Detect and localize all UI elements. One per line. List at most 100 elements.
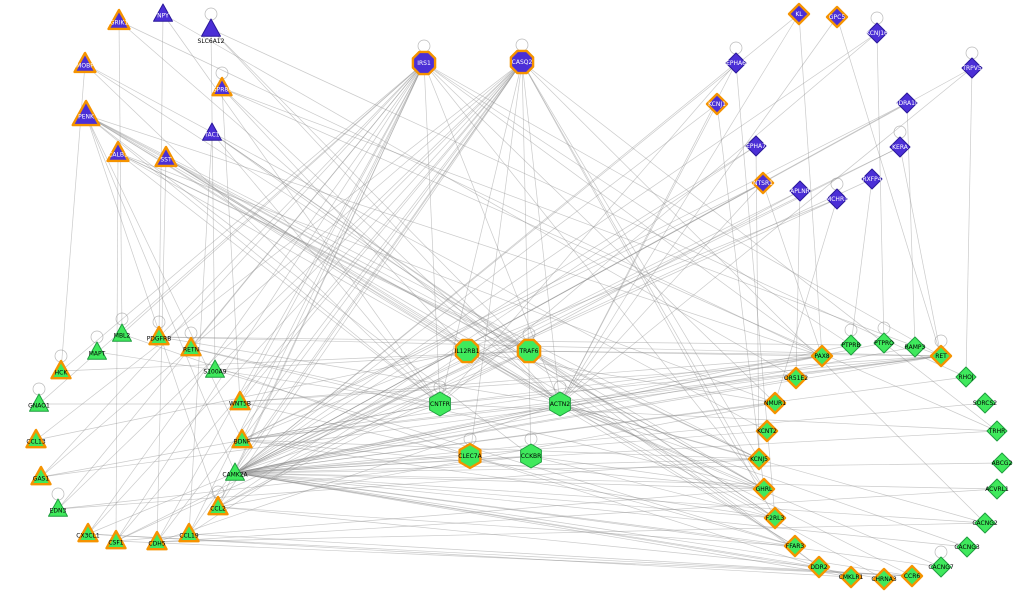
node-OR51E2[interactable] <box>784 366 808 390</box>
node-CAMK2A[interactable] <box>225 462 245 481</box>
edge <box>423 62 765 490</box>
edge <box>234 182 764 474</box>
node-TRAF6[interactable] <box>516 338 542 364</box>
node-CDH5[interactable] <box>146 530 168 551</box>
edge <box>234 344 852 474</box>
node-PAX8[interactable] <box>810 344 834 368</box>
node-SORCS2[interactable] <box>974 392 996 414</box>
node-KCNJ16[interactable] <box>866 22 888 44</box>
node-ADRA1D[interactable] <box>896 92 918 114</box>
node-ACTN2[interactable] <box>549 391 571 417</box>
node-PENK[interactable] <box>71 99 101 127</box>
node-PTPRO[interactable] <box>873 332 895 354</box>
node-TRPV5[interactable] <box>961 57 983 79</box>
node-S100A9[interactable] <box>205 359 225 378</box>
node-CX3CL1[interactable] <box>77 522 99 543</box>
edge <box>798 13 823 357</box>
node-WNT5B[interactable] <box>229 390 251 411</box>
node-F2RL3[interactable] <box>763 506 787 530</box>
node-APLNR[interactable] <box>789 180 811 202</box>
node-CLEC7A[interactable] <box>458 442 482 470</box>
self-loop-edge <box>515 38 529 52</box>
edge <box>528 350 820 568</box>
node-KCNJ1[interactable] <box>705 92 729 116</box>
node-RHOJ[interactable] <box>955 366 977 388</box>
edge <box>217 61 523 508</box>
node-MBL2[interactable] <box>112 323 132 342</box>
node-RETN[interactable] <box>180 336 202 357</box>
node-HCK[interactable] <box>50 359 72 380</box>
edge <box>241 439 776 519</box>
edge <box>121 62 425 335</box>
node-RXFP4[interactable] <box>861 168 883 190</box>
node-GHRL[interactable] <box>752 477 776 501</box>
node-EPHA6[interactable] <box>725 52 747 74</box>
node-RAMP3[interactable] <box>904 336 926 358</box>
edge <box>118 20 123 335</box>
edge <box>559 403 968 548</box>
node-NMUR1[interactable] <box>763 391 787 415</box>
node-CACNG3[interactable] <box>956 536 978 558</box>
node-FFAR3[interactable] <box>783 534 807 558</box>
edge <box>241 439 765 490</box>
node-ABCG2[interactable] <box>991 452 1013 474</box>
node-EDN3[interactable] <box>48 498 68 517</box>
node-EPHA7[interactable] <box>745 135 767 157</box>
edge <box>60 350 530 372</box>
node-DDR2[interactable] <box>807 555 831 579</box>
node-TRHR[interactable] <box>986 420 1008 442</box>
node-CACNG7[interactable] <box>930 556 952 578</box>
node-PDGFRB[interactable] <box>148 325 170 346</box>
node-GPR88[interactable] <box>211 76 233 97</box>
node-CALB1[interactable] <box>106 140 130 163</box>
node-GPC5[interactable] <box>825 5 849 29</box>
node-MCHR1[interactable] <box>826 188 848 210</box>
node-CCL2[interactable] <box>207 495 229 516</box>
node-GRIK1[interactable] <box>107 8 131 31</box>
node-KERA[interactable] <box>889 136 911 158</box>
node-NTSR1[interactable] <box>751 171 775 195</box>
node-MOBP[interactable] <box>73 51 97 74</box>
edge <box>158 13 164 338</box>
node-KL[interactable] <box>787 2 811 26</box>
node-GNAO1[interactable] <box>29 393 49 412</box>
node-CHRNA3[interactable] <box>872 567 896 591</box>
node-GAS1[interactable] <box>30 465 52 486</box>
node-IL12RB1[interactable] <box>454 338 480 364</box>
edge <box>439 403 998 432</box>
edge <box>234 472 776 519</box>
node-IRS1[interactable] <box>411 50 437 76</box>
node-BDNF[interactable] <box>231 428 253 449</box>
node-CACNG2[interactable] <box>974 512 996 534</box>
edge <box>84 63 768 432</box>
node-PTPRB[interactable] <box>840 334 862 356</box>
node-CASQ2[interactable] <box>509 49 535 75</box>
node-CNTFR[interactable] <box>429 391 451 417</box>
node-SST[interactable] <box>154 145 178 168</box>
edge <box>40 62 425 478</box>
node-CCL13[interactable] <box>25 428 47 449</box>
edge <box>774 198 838 404</box>
edge <box>40 61 523 478</box>
edge <box>162 13 797 379</box>
edge <box>241 182 764 441</box>
node-KCNT2[interactable] <box>755 419 779 443</box>
node-CSF1[interactable] <box>105 529 127 550</box>
node-RET[interactable] <box>929 344 953 368</box>
edge <box>217 62 425 508</box>
node-KCNJ5[interactable] <box>747 447 771 471</box>
node-SLC6A12[interactable] <box>201 18 221 37</box>
node-CCR6[interactable] <box>900 564 924 588</box>
edge <box>559 403 760 460</box>
node-NPY[interactable] <box>153 3 173 22</box>
node-MAPT[interactable] <box>87 341 107 360</box>
edge <box>234 472 968 548</box>
edge <box>466 350 796 547</box>
node-CCL19[interactable] <box>178 522 200 543</box>
node-TAC1[interactable] <box>202 122 222 141</box>
node-CMKLR1[interactable] <box>839 565 863 589</box>
node-CCKBR[interactable] <box>520 443 542 469</box>
node-ACVRL1[interactable] <box>986 478 1008 500</box>
